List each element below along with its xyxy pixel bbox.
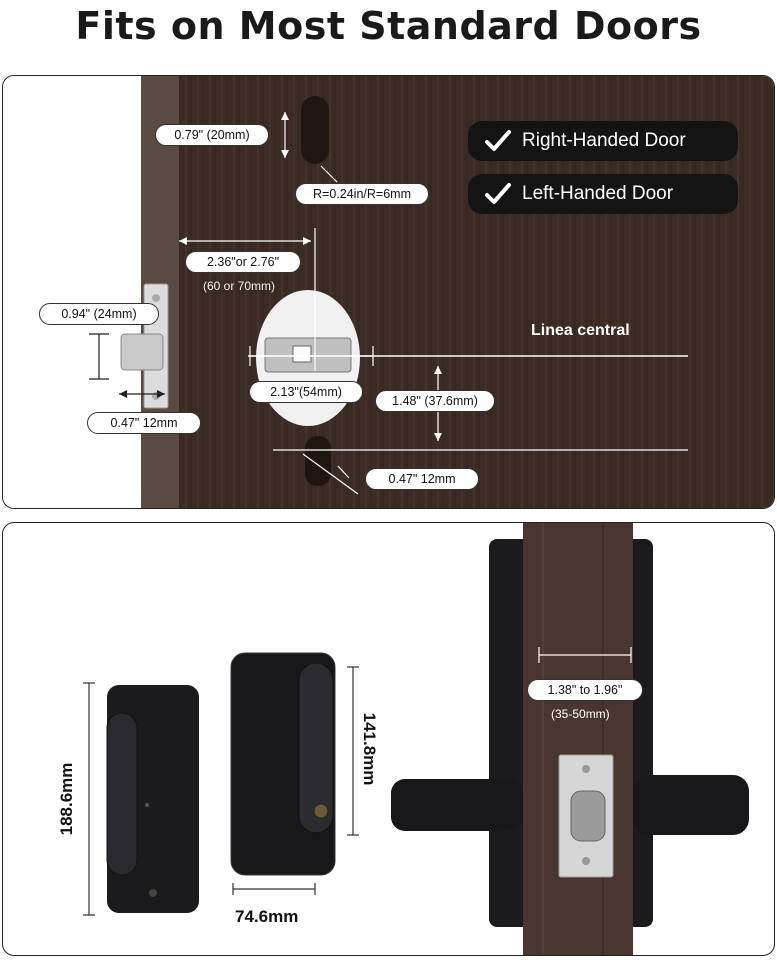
hole-height-label: 0.79" (20mm) (155, 124, 269, 146)
front-lever (106, 712, 138, 876)
left-handed-badge: Left-Handed Door (468, 174, 738, 214)
radius-label: R=0.24in/R=6mm (295, 183, 429, 205)
center-line-label: Linea central (531, 322, 630, 339)
bottom-hole-label: 0.47" 12mm (365, 468, 479, 490)
door-dimensions-panel: 0.79" (20mm) R=0.24in/R=6mm 2.36"or 2.76… (2, 75, 775, 509)
bore-diameter-label: 2.13"(54mm) (249, 381, 363, 403)
backset-mm-label: (60 or 70mm) (203, 279, 276, 293)
right-handed-badge: Right-Handed Door (468, 121, 738, 161)
door-diagram (3, 76, 774, 508)
bore-offset-label: 1.48" (37.6mm) (375, 390, 495, 412)
back-height-label: 141.8mm (360, 712, 379, 786)
door-thickness-label: 1.38" to 1.96" (527, 679, 643, 701)
check-icon (485, 130, 511, 151)
bottom-hole (305, 436, 331, 486)
inside-handle (391, 779, 523, 831)
door-thickness-mm-label: (35-50mm) (551, 707, 610, 721)
latch-height-label: 0.94" (24mm) (39, 303, 159, 325)
check-icon (485, 183, 511, 204)
width-label: 74.6mm (235, 907, 299, 926)
latch-bolt-mounted (570, 790, 606, 842)
latch-edge-label: 0.47" 12mm (87, 412, 201, 434)
page-title: Fits on Most Standard Doors (75, 4, 702, 48)
outside-handle (633, 775, 749, 835)
lock-diagram (83, 523, 749, 955)
lock-dimensions-panel: 188.6mm 141.8mm 74.6mm 1.38" to 1.96" (3… (2, 522, 775, 956)
top-hole (301, 96, 329, 164)
door-section (523, 523, 633, 955)
wall-area (3, 76, 141, 508)
front-height-label: 188.6mm (57, 762, 76, 836)
right-handed-label: Right-Handed Door (522, 130, 686, 151)
latch-bolt (120, 333, 164, 371)
back-lever (298, 662, 334, 834)
backset-label: 2.36"or 2.76" (185, 251, 301, 273)
screw-top (152, 294, 160, 302)
left-handed-label: Left-Handed Door (522, 183, 674, 204)
